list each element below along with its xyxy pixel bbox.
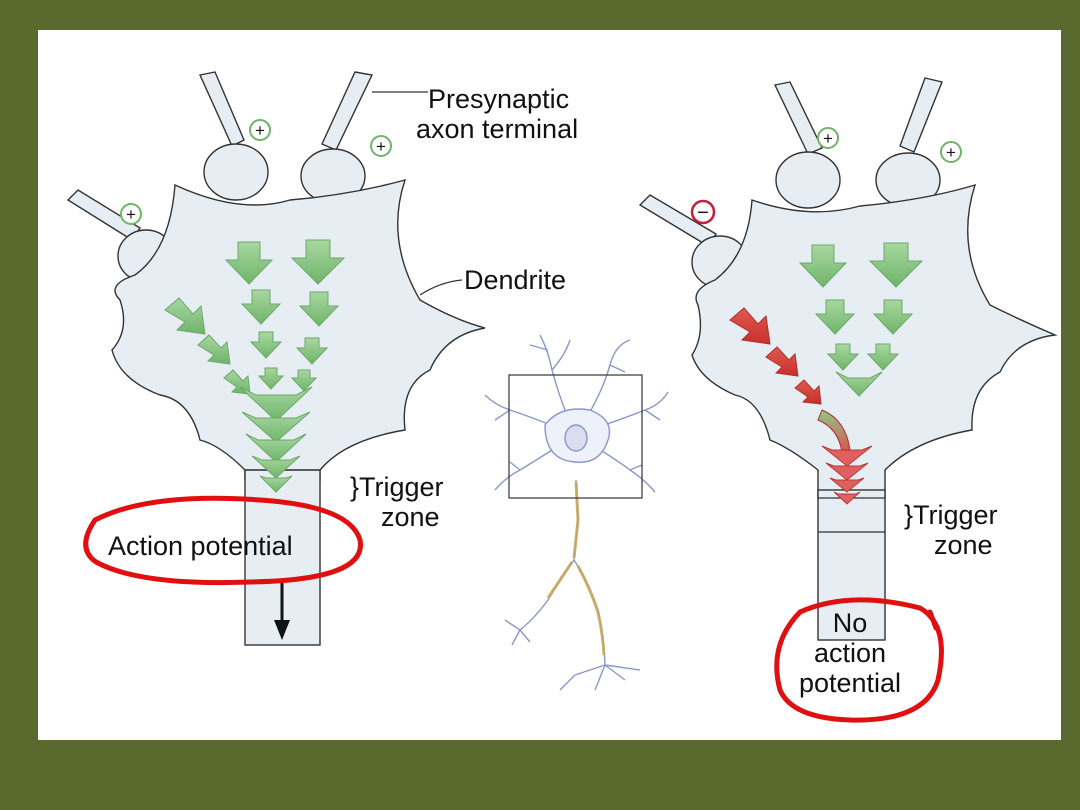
highlight-circle-left (83, 495, 363, 586)
left-excitatory-arrows (164, 239, 346, 493)
right-inhibitory-arrows (729, 307, 851, 453)
plus-circle-icon: + (249, 119, 271, 141)
trigger-zone-right-line2: zone (934, 530, 993, 560)
plus-circle-icon: + (120, 203, 142, 225)
myelin-sheath (546, 481, 606, 656)
right-stacked-arrows (821, 445, 873, 505)
trigger-zone-left-line1: }Trigger (350, 472, 444, 502)
svg-text:−: − (697, 202, 709, 224)
action-potential-label: Action potential (108, 531, 293, 561)
no-ap-label-line3: potential (799, 668, 901, 698)
svg-text:+: + (255, 121, 265, 140)
center-neuron (484, 334, 669, 691)
down-arrow-icon (274, 580, 290, 640)
presynaptic-label-line2: axon terminal (416, 114, 578, 144)
right-neuron (638, 77, 1058, 641)
plus-circle-icon: + (817, 127, 839, 149)
zoom-box (508, 374, 643, 499)
right-excitatory-arrows (798, 242, 924, 397)
trigger-zone-left-line2: zone (381, 502, 440, 532)
svg-text:+: + (126, 205, 136, 224)
minus-circle-icon: − (690, 199, 716, 225)
trigger-zone-right-line1: }Trigger (904, 500, 998, 530)
dendrite-leader (419, 279, 463, 296)
svg-text:+: + (823, 129, 833, 148)
left-neuron (66, 71, 486, 646)
presynaptic-label-line1: Presynaptic (428, 84, 569, 114)
plus-circle-icon: + (370, 135, 392, 157)
svg-text:+: + (376, 137, 386, 156)
no-ap-label-line2: action (814, 638, 886, 668)
dendrite-label: Dendrite (464, 265, 566, 295)
no-ap-label-line1: No (833, 608, 868, 638)
left-plus-markers: + + + (120, 119, 392, 225)
highlight-tick (927, 609, 939, 631)
svg-text:+: + (946, 143, 956, 162)
right-plus-markers: + + (817, 127, 962, 163)
highlight-circle-right (774, 597, 944, 723)
plus-circle-icon: + (940, 141, 962, 163)
